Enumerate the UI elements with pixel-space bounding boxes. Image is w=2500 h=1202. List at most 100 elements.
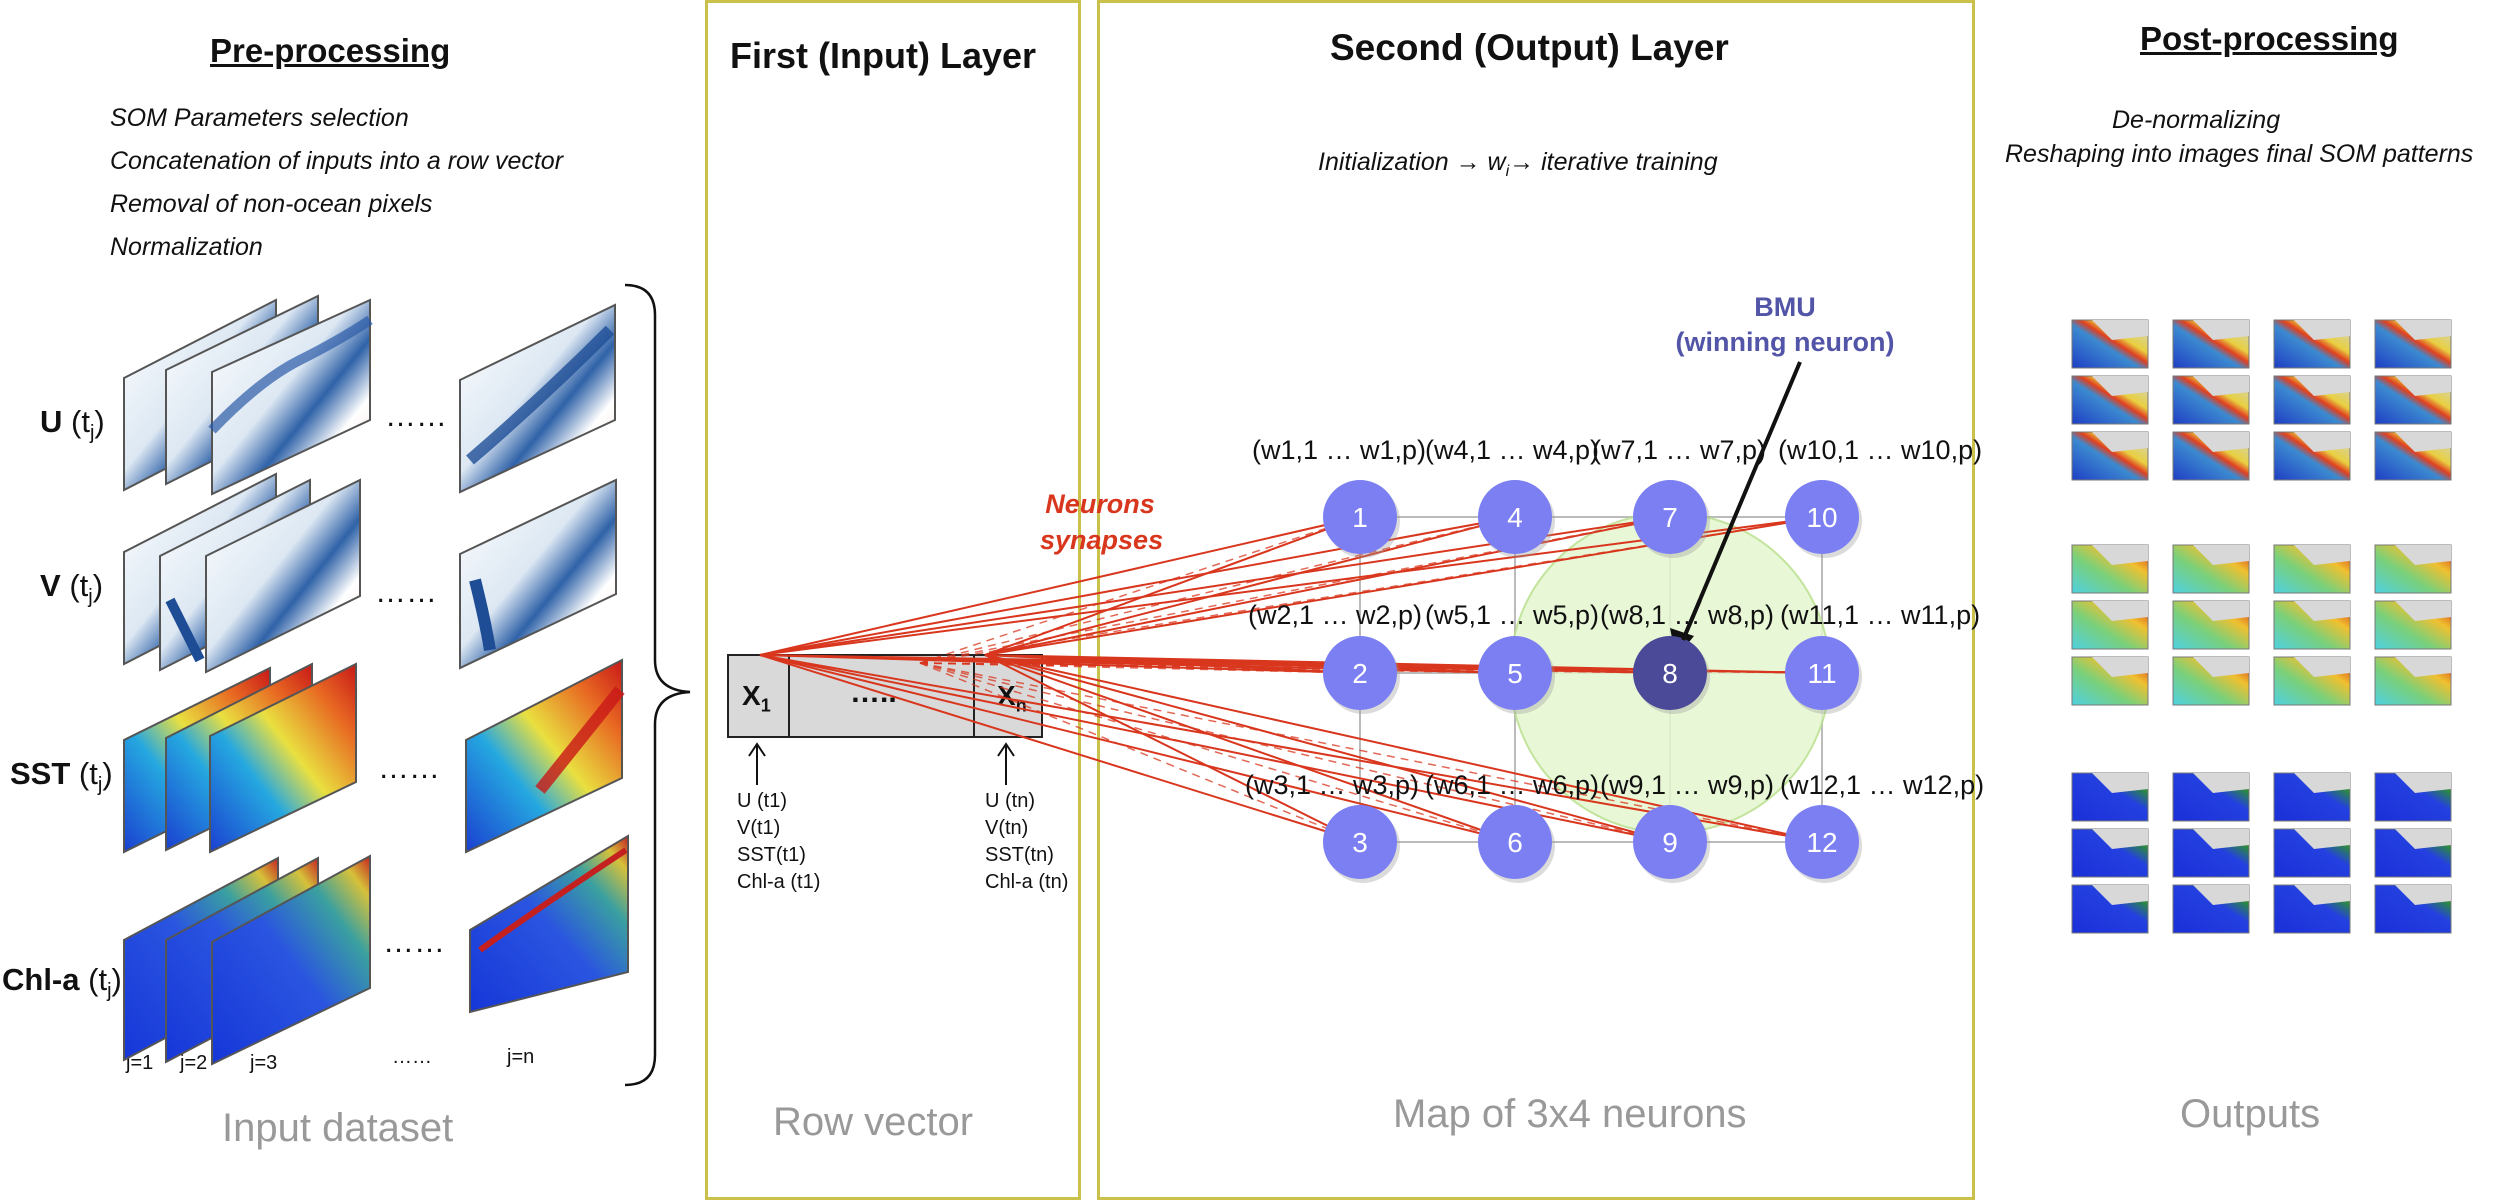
preprocessing-step: Normalization — [110, 233, 263, 261]
land-mask — [2092, 545, 2148, 565]
neuron-label: 4 — [1507, 502, 1523, 533]
grouping-brace — [624, 283, 691, 1087]
row-vector-divider — [973, 654, 975, 738]
output-pattern-grid — [2071, 319, 2452, 934]
synapse-line — [984, 516, 1671, 656]
land-mask — [2294, 432, 2350, 452]
neuron-weight-label: (w3,1 … w3,p) — [1245, 770, 1420, 800]
preprocessing-steps: SOM Parameters selection Concatenation o… — [110, 104, 563, 276]
last-element-inputs: U (tn) V(tn) SST(tn) Chl-a (tn) — [985, 788, 1068, 896]
neuron — [1323, 805, 1397, 879]
neuron — [1478, 805, 1552, 879]
land-mask — [2092, 829, 2148, 849]
bmu-neuron — [1633, 636, 1707, 710]
land-mask — [2092, 320, 2148, 340]
chla-map-stack — [123, 834, 629, 1066]
time-label-dots: …… — [392, 1046, 432, 1068]
neuron — [1323, 636, 1397, 710]
synapse-line-dashed — [919, 516, 1516, 664]
neuron-label: 1 — [1352, 502, 1368, 533]
preprocessing-step: Concatenation of inputs into a row vecto… — [110, 147, 564, 175]
neuron-label: 2 — [1352, 658, 1368, 689]
neuron — [1633, 805, 1707, 879]
land-mask — [2193, 657, 2249, 677]
land-mask — [2395, 432, 2451, 452]
land-mask — [2395, 829, 2451, 849]
neuron-weight-label: (w5,1 … w5,p) — [1425, 600, 1600, 630]
neurons-synapses-label: Neurons synapses — [1040, 486, 1163, 558]
synapse-line — [984, 654, 1516, 843]
land-mask — [2395, 545, 2451, 565]
bmu-label-line: (winning neuron) — [1675, 327, 1895, 357]
neuron-weight-label: (w12,1 … w12,p) — [1780, 770, 1985, 800]
bmu-arrow-tip — [1681, 599, 1702, 641]
variable-label-v: V (tj) — [40, 568, 104, 609]
neuron-label: 7 — [1662, 502, 1678, 533]
postprocessing-step: Reshaping into images final SOM patterns — [2005, 140, 2474, 168]
neuron — [1323, 480, 1397, 554]
neuron-label: 8 — [1662, 658, 1678, 689]
input-item: SST(tn) — [985, 844, 1054, 866]
neuron — [1633, 480, 1707, 554]
input-layer-panel — [705, 0, 1081, 1200]
land-mask — [2193, 432, 2249, 452]
land-mask — [2294, 885, 2350, 905]
synapse-line — [984, 516, 1516, 656]
output-layer-title: Second (Output) Layer — [1330, 27, 1729, 68]
neuron-label: 5 — [1507, 658, 1523, 689]
input-dataset-footer: Input dataset — [222, 1106, 454, 1150]
output-pattern-thumbnail — [2374, 544, 2452, 594]
neuron-label: 11 — [1807, 658, 1836, 689]
preprocessing-title: Pre-processing — [210, 32, 451, 69]
time-label-2: j=2 — [180, 1052, 208, 1074]
land-mask — [2193, 545, 2249, 565]
land-mask — [2294, 545, 2350, 565]
land-mask — [2294, 829, 2350, 849]
neuron-label: 6 — [1507, 827, 1523, 858]
synapses-label-line: Neurons — [1045, 489, 1155, 519]
land-mask — [2193, 601, 2249, 621]
land-mask — [2395, 376, 2451, 396]
map-footer: Map of 3x4 neurons — [1393, 1092, 1747, 1136]
land-mask — [2193, 320, 2249, 340]
land-mask — [2395, 320, 2451, 340]
land-mask — [2092, 376, 2148, 396]
v-map-stack — [123, 472, 617, 674]
synapse-line — [759, 654, 1516, 843]
variable-label-u: U (tj) — [40, 404, 105, 445]
land-mask — [2294, 376, 2350, 396]
neuron-weight-label: (w9,1 … w9,p) — [1600, 770, 1775, 800]
neuron-weight-label: (w2,1 … w2,p) — [1248, 600, 1423, 630]
land-mask — [2193, 885, 2249, 905]
u-map-stack — [123, 294, 616, 496]
neuron-label: 3 — [1352, 827, 1368, 858]
land-mask — [2294, 320, 2350, 340]
neuron-label: 9 — [1662, 827, 1678, 858]
neuron — [1478, 480, 1552, 554]
row-vector-cell-x1: X1 — [742, 680, 771, 716]
land-mask — [2395, 885, 2451, 905]
output-patterns — [2071, 319, 2452, 934]
ellipsis-v: …… — [375, 574, 437, 609]
input-maps-illustration — [123, 283, 691, 1087]
land-mask — [2193, 376, 2249, 396]
row-vector-arrows — [748, 742, 1015, 785]
time-label-1: j=1 — [126, 1052, 154, 1074]
land-mask — [2294, 657, 2350, 677]
land-mask — [2092, 601, 2148, 621]
neuron-weight-label: (w11,1 … w11,p) — [1780, 600, 1981, 630]
time-label-3: j=3 — [250, 1052, 278, 1074]
land-mask — [2193, 829, 2249, 849]
input-item: U (t1) — [737, 790, 787, 812]
synapse-line — [759, 516, 1361, 656]
synapse-line — [984, 654, 1361, 843]
land-mask — [2092, 885, 2148, 905]
synapse-line-dashed — [919, 662, 1516, 843]
input-item: V(t1) — [737, 817, 781, 839]
input-item: SST(t1) — [737, 844, 806, 866]
land-mask — [2092, 773, 2148, 793]
outputs-footer: Outputs — [2180, 1092, 2321, 1136]
bmu-arrow — [1681, 361, 1802, 641]
synapse-line-dashed — [919, 662, 1361, 843]
